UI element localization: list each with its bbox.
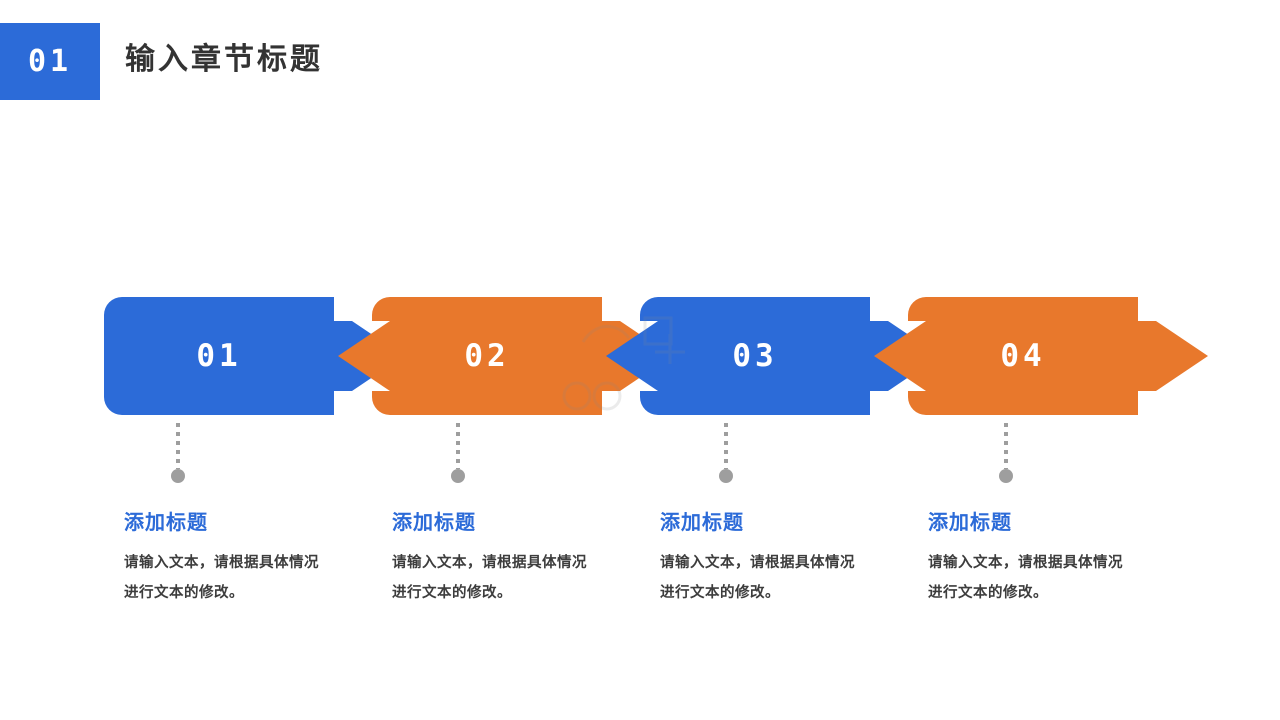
page-title: 输入章节标题	[125, 43, 323, 76]
connector-dotted-line-1	[176, 423, 180, 469]
process-step-chevron-1[interactable]	[104, 297, 404, 415]
section-number-label: 01	[27, 43, 73, 79]
connector-dot-4	[999, 469, 1013, 483]
caption-body-2: 请输入文本，请根据具体情况进行文本的修改。	[392, 555, 587, 601]
connector-dot-2	[451, 469, 465, 483]
process-chevron-band: 01 02 03 04	[0, 297, 1280, 415]
process-step-chevron-3[interactable]	[606, 297, 940, 415]
caption-title-1: 添加标题	[124, 512, 208, 534]
caption-title-3: 添加标题	[660, 512, 744, 534]
section-number-badge: 01	[0, 23, 100, 100]
caption-block-2: 添加标题 请输入文本，请根据具体情况进行文本的修改。	[392, 513, 672, 608]
chevron-shape-1	[104, 297, 404, 415]
connector-dotted-line-3	[724, 423, 728, 469]
connector-dot-3	[719, 469, 733, 483]
slide-header: 01 输入章节标题	[0, 0, 1280, 130]
caption-body-3: 请输入文本，请根据具体情况进行文本的修改。	[660, 555, 855, 601]
caption-title-2: 添加标题	[392, 512, 476, 534]
chevron-shape-4	[874, 297, 1208, 415]
chevron-shape-2	[338, 297, 672, 415]
connector-dotted-line-4	[1004, 423, 1008, 469]
caption-title-4: 添加标题	[928, 512, 1012, 534]
connector-dotted-line-2	[456, 423, 460, 469]
caption-body-1: 请输入文本，请根据具体情况进行文本的修改。	[124, 555, 319, 601]
caption-block-4: 添加标题 请输入文本，请根据具体情况进行文本的修改。	[928, 513, 1208, 608]
process-step-chevron-2[interactable]	[338, 297, 672, 415]
connector-dot-1	[171, 469, 185, 483]
caption-block-1: 添加标题 请输入文本，请根据具体情况进行文本的修改。	[124, 513, 404, 608]
process-step-chevron-4[interactable]	[874, 297, 1208, 415]
chevron-shape-3	[606, 297, 940, 415]
caption-body-4: 请输入文本，请根据具体情况进行文本的修改。	[928, 555, 1123, 601]
caption-block-3: 添加标题 请输入文本，请根据具体情况进行文本的修改。	[660, 513, 940, 608]
